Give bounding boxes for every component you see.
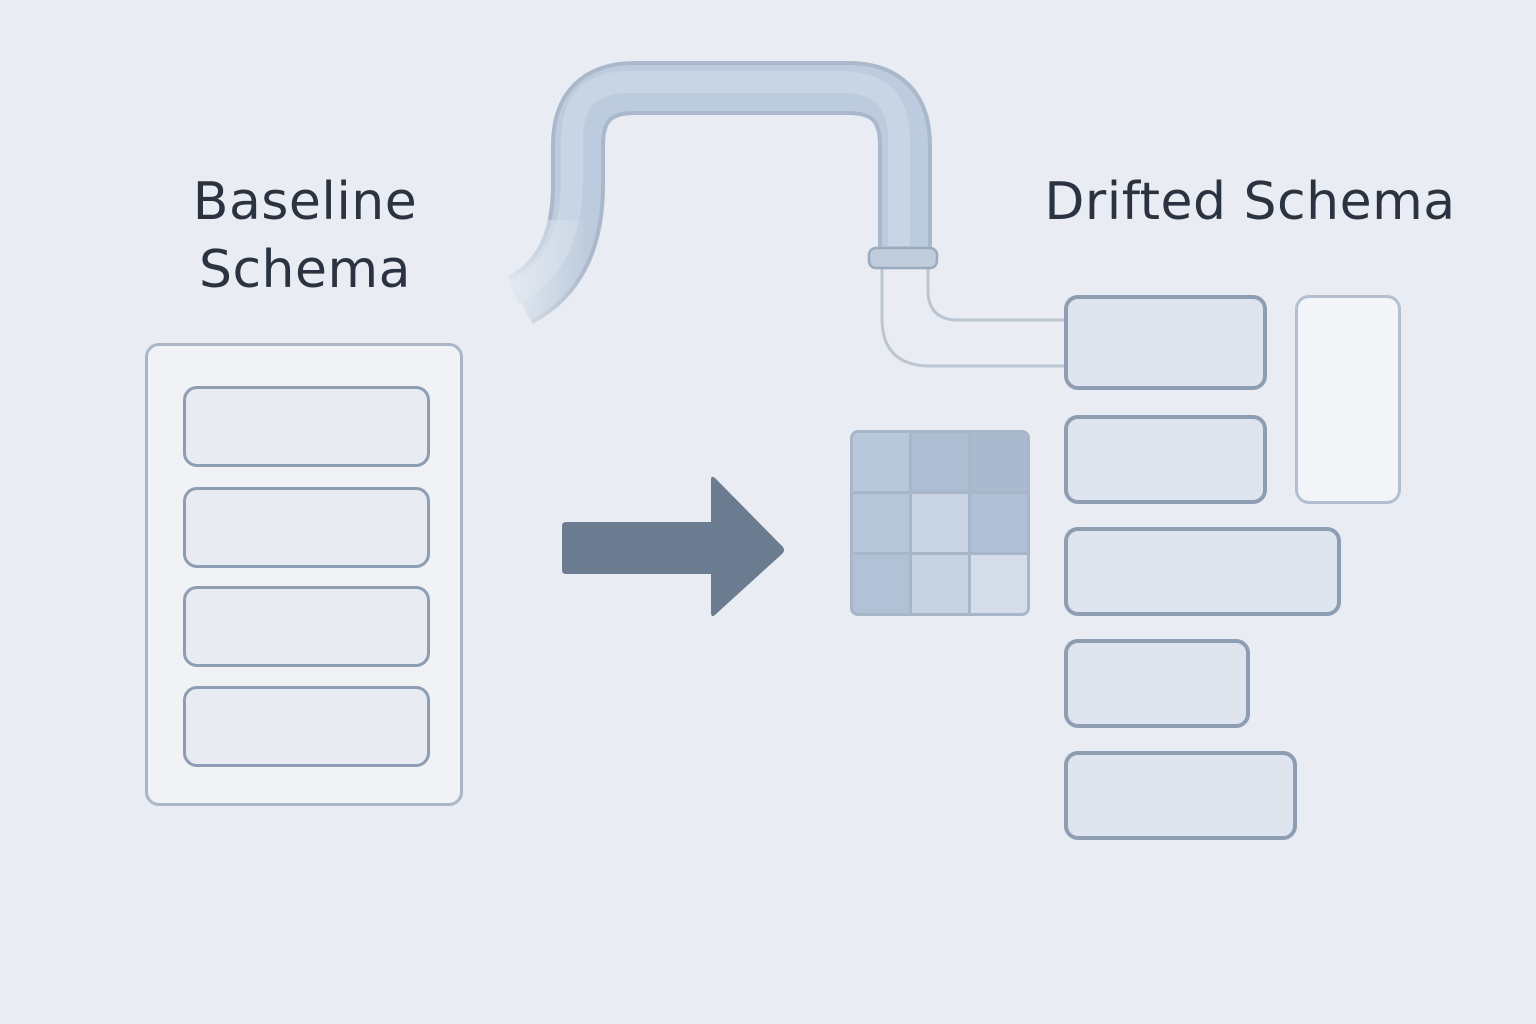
baseline-field <box>183 586 430 667</box>
drifted-schema-title: Drifted Schema <box>1044 172 1456 232</box>
grid-cell <box>912 433 968 491</box>
grid-cell <box>971 433 1027 491</box>
baseline-schema-panel <box>145 343 463 806</box>
drifted-field <box>1064 415 1267 504</box>
connector-line-outer <box>880 262 1066 368</box>
drifted-field <box>1064 295 1267 390</box>
drifted-field <box>1064 639 1250 728</box>
grid-cell <box>853 494 909 552</box>
grid-cell <box>912 555 968 613</box>
connector-line-inner <box>926 262 1066 322</box>
baseline-field <box>183 386 430 467</box>
grid-cell <box>853 555 909 613</box>
drifted-extra-field <box>1295 295 1401 504</box>
baseline-field <box>183 686 430 767</box>
grid-cell <box>971 555 1027 613</box>
baseline-field <box>183 487 430 568</box>
baseline-schema-title: Baseline Schema <box>150 168 460 304</box>
baseline-title-line2: Schema <box>198 240 412 300</box>
pipe-end-cap <box>867 246 939 270</box>
drifted-field <box>1064 751 1297 840</box>
grid-cell <box>971 494 1027 552</box>
grid-cell <box>853 433 909 491</box>
drifted-field <box>1064 527 1341 616</box>
baseline-title-line1: Baseline <box>192 172 418 232</box>
grid-cell <box>912 494 968 552</box>
table-grid-icon <box>850 430 1030 616</box>
